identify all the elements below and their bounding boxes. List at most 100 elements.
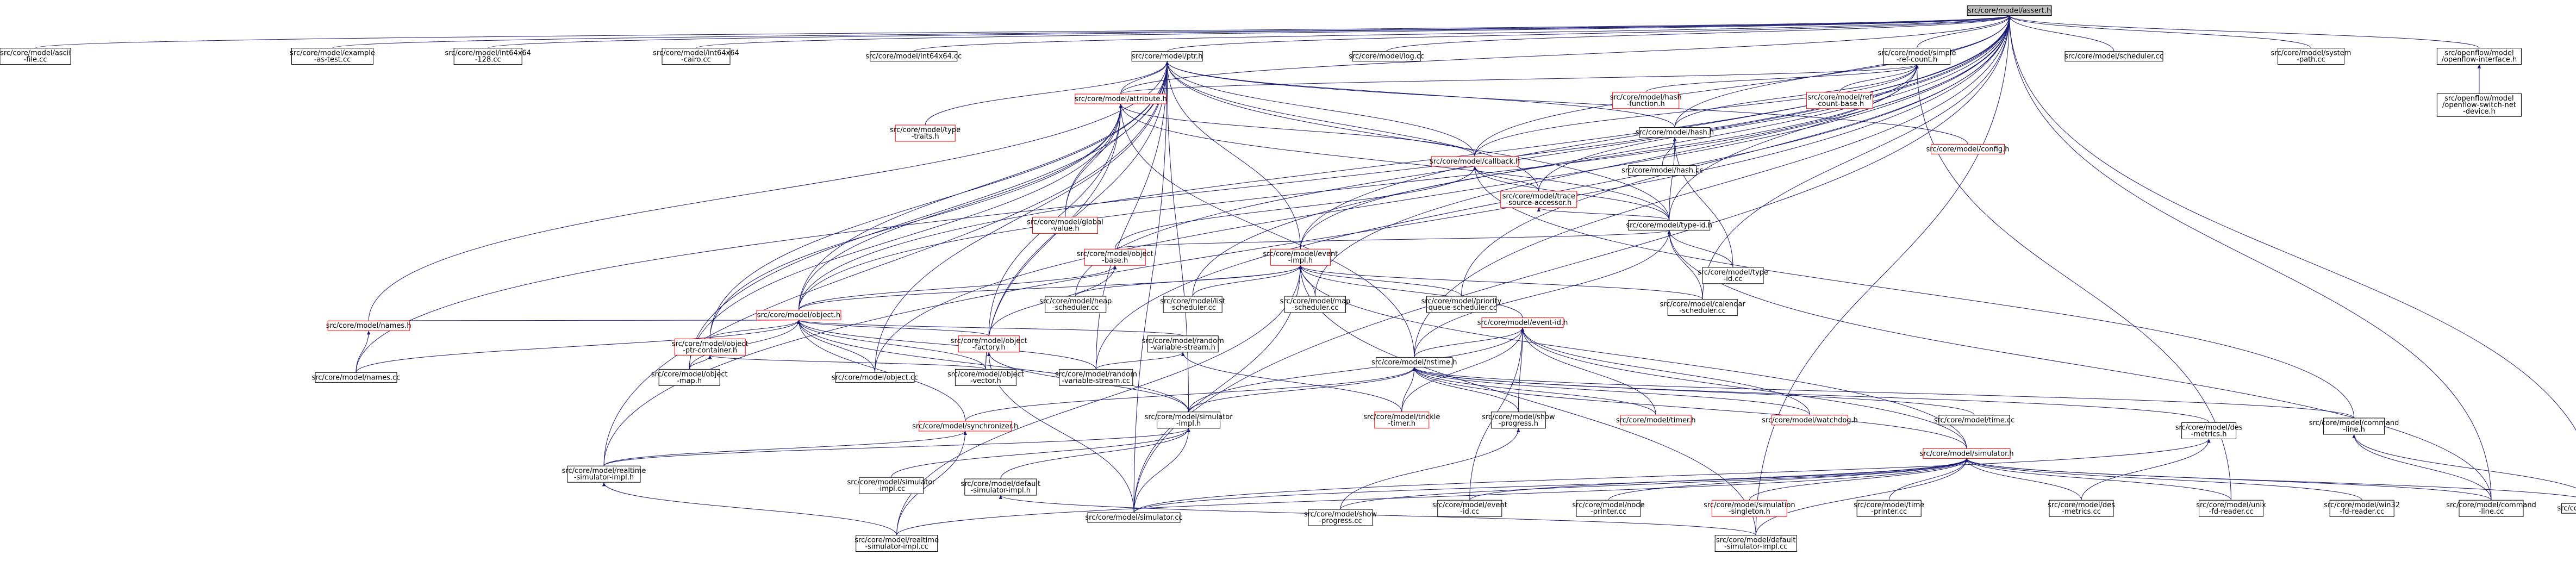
graph-node-map-sched[interactable]: src/core/model/map-scheduler.cc	[1280, 296, 1351, 313]
graph-node-simulator-impl[interactable]: src/core/model/simulator-impl.h	[1145, 412, 1233, 429]
graph-node-event-id[interactable]: src/core/model/event-id.h	[1477, 317, 1568, 328]
graph-node-box	[964, 478, 1037, 496]
graph-node-realtime-sim-impl-h[interactable]: src/core/model/realtime-simulator-impl.h	[562, 465, 646, 483]
graph-node-box	[1376, 357, 1453, 367]
graph-node-assert[interactable]: src/core/model/assert.h	[1967, 5, 2052, 16]
graph-node-object-vector[interactable]: src/core/model/object-vector.h	[947, 369, 1024, 386]
graph-node-default-sim-implcc[interactable]: src/core/model/default-simulator-impl.cc	[1714, 535, 1797, 552]
graph-node-label: src/core/model/des	[2048, 501, 2115, 509]
graph-node-label: src/core/model/test.cc	[2557, 504, 2576, 513]
graph-node-hash[interactable]: src/core/model/hash.h	[1636, 127, 1714, 138]
graph-node-event-idcc[interactable]: src/core/model/event-id.cc	[1432, 500, 1507, 517]
graph-node-des-metrics-h[interactable]: src/core/model/des-metrics.h	[2175, 422, 2243, 439]
graph-node-calendar-sched[interactable]: src/core/model/calendar-scheduler.cc	[1660, 299, 1746, 316]
graph-node-label: -fd-reader.cc	[2209, 508, 2253, 516]
graph-edge-nstime-to-assert	[1414, 15, 2011, 358]
graph-node-timecc[interactable]: src/core/model/time.cc	[1934, 415, 2015, 426]
graph-node-int64x64cc[interactable]: src/core/model/int64x64.cc	[865, 51, 962, 62]
graph-node-schedulercc[interactable]: src/core/model/scheduler.cc	[2064, 51, 2163, 62]
graph-node-label: -device.h	[2463, 108, 2496, 116]
graph-node-example[interactable]: src/core/model/example-as-test.cc	[290, 48, 375, 65]
graph-edge-example-to-assert	[332, 15, 2011, 49]
graph-node-hash-function[interactable]: src/core/model/hash-function.h	[1610, 92, 1682, 109]
graph-node-label: -metrics.cc	[2062, 508, 2101, 516]
graph-edge-callback-to-simple-ref	[1474, 64, 1919, 157]
graph-node-system-path[interactable]: src/core/model/system-path.cc	[2271, 48, 2352, 65]
graph-node-label: src/core/model/int64x64.cc	[865, 53, 962, 61]
graph-node-ascii[interactable]: src/core/model/ascii-file.cc	[0, 48, 71, 65]
graph-node-testcc[interactable]: src/core/model/test.cc	[2557, 503, 2576, 514]
graph-node-time-printer[interactable]: src/core/model/time-printer.cc	[1854, 500, 1924, 517]
graph-node-ref-count-base[interactable]: src/core/model/ref-count-base.h	[1806, 92, 1873, 109]
graph-node-hashcc[interactable]: src/core/model/hash.cc	[1621, 165, 1703, 176]
graph-node-sim-singleton[interactable]: src/core/model/simulation-singleton.h	[1704, 500, 1795, 517]
graph-node-label: src/core/model/type-id.h	[1626, 221, 1712, 229]
graph-node-int64x64-128[interactable]: src/core/model/int64x64-128.cc	[445, 48, 531, 65]
graph-node-logcc[interactable]: src/core/model/log.cc	[1349, 51, 1424, 62]
graph-node-synchronizer[interactable]: src/core/model/synchronizer.h	[912, 421, 1018, 432]
graph-node-box	[2199, 500, 2263, 517]
graph-node-event-impl[interactable]: src/core/model/event-impl.h	[1263, 248, 1338, 266]
graph-edge-win32-fd-to-simulator-h	[1964, 458, 2362, 501]
graph-node-openflow-sw[interactable]: src/openflow/model/openflow-switch-net-d…	[2436, 93, 2522, 117]
graph-node-openflow-if[interactable]: src/openflow/model/openflow-interface.h	[2436, 48, 2522, 65]
graph-node-default-sim-impl-h[interactable]: src/core/model/default-simulator-impl.h	[961, 478, 1041, 496]
graph-node-show-progress-h[interactable]: src/core/model/show-progress.h	[1482, 412, 1555, 429]
graph-node-config[interactable]: src/core/model/config.h	[1926, 144, 2010, 154]
graph-node-objectcc[interactable]: src/core/model/object.cc	[832, 372, 918, 383]
graph-node-label: src/core/model/simulator	[1145, 413, 1233, 421]
graph-edge-realtime-sim-implcc-to-realtime-sim-impl-h	[602, 482, 897, 535]
graph-node-random-stream-h[interactable]: src/core/model/random-variable-stream.h	[1142, 335, 1224, 353]
graph-edge-list-sched-to-event-impl	[1192, 265, 1302, 297]
graph-node-object-ptr-container[interactable]: src/core/model/object-ptr-container.h	[672, 338, 749, 356]
graph-node-box	[453, 48, 522, 65]
graph-node-random-stream-cc[interactable]: src/core/model/random-variable-stream.cc	[1055, 369, 1137, 386]
graph-node-attribute[interactable]: src/core/model/attribute.h	[1075, 94, 1167, 104]
graph-node-box	[1131, 51, 1203, 62]
graph-edge-node-printer-to-simulator-h	[1608, 458, 1969, 501]
graph-node-show-progresscc[interactable]: src/core/model/show-progress.cc	[1304, 509, 1377, 526]
graph-edge-hash-function-to-simple-ref	[1645, 64, 1919, 93]
graph-edge-names-h-to-object	[368, 320, 799, 324]
graph-node-realtime-sim-implcc[interactable]: src/core/model/realtime-simulator-impl.c…	[854, 535, 939, 552]
graph-node-command-line-h[interactable]: src/core/model/command-line.h	[2309, 417, 2399, 435]
graph-node-trace-source[interactable]: src/core/model/trace-source-accessor.h	[1500, 191, 1577, 208]
graph-node-namescc[interactable]: src/core/model/names.cc	[312, 372, 401, 383]
graph-node-command-linecc[interactable]: src/core/model/command-line.cc	[2446, 500, 2536, 517]
graph-node-names-h[interactable]: src/core/model/names.h	[326, 320, 411, 331]
graph-node-simple-ref[interactable]: src/core/model/simple-ref-count.h	[1878, 48, 1956, 65]
graph-node-win32-fd[interactable]: src/core/model/win32-fd-reader.cc	[2324, 500, 2400, 517]
graph-edge-simulator-impl-to-object	[797, 320, 1189, 412]
graph-node-watchdog-h[interactable]: src/core/model/watchdog.h	[1762, 415, 1858, 426]
graph-node-simulator-h[interactable]: src/core/model/simulator.h	[1919, 448, 2014, 459]
graph-node-node-printer[interactable]: src/core/model/node-printer.cc	[1572, 500, 1645, 517]
graph-edge-calendar-sched-to-assert	[1702, 15, 2011, 300]
graph-node-callback[interactable]: src/core/model/callback.h	[1430, 156, 1520, 167]
graph-node-object-base[interactable]: src/core/model/object-base.h	[1077, 248, 1153, 266]
graph-node-nstime[interactable]: src/core/model/nstime.h	[1371, 357, 1457, 367]
graph-node-heap-sched[interactable]: src/core/model/heap-scheduler.cc	[1039, 296, 1112, 313]
graph-edge-testcc-to-assert	[2007, 15, 2576, 431]
graph-node-des-metricscc[interactable]: src/core/model/des-metrics.cc	[2048, 500, 2115, 517]
graph-node-int64x64-cairo[interactable]: src/core/model/int64x64-cairo.cc	[653, 48, 739, 65]
graph-node-trickle-timer[interactable]: src/core/model/trickle-timer.h	[1363, 412, 1440, 429]
graph-node-box	[2436, 93, 2522, 117]
graph-node-label: -variable-stream.h	[1150, 344, 1215, 352]
graph-node-list-sched[interactable]: src/core/model/list-scheduler.cc	[1160, 296, 1225, 313]
graph-edge-callback-to-assert	[1474, 15, 2011, 157]
graph-node-timer-h[interactable]: src/core/model/timer.h	[1616, 415, 1696, 426]
graph-node-type-id[interactable]: src/core/model/type-id.h	[1626, 220, 1712, 230]
graph-node-object-map[interactable]: src/core/model/object-map.h	[651, 369, 728, 386]
graph-node-object-factory[interactable]: src/core/model/object-factory.h	[951, 335, 1027, 353]
graph-edge-heap-sched-to-event-impl	[1075, 265, 1302, 297]
graph-node-global-value[interactable]: src/core/model/global-value.h	[1027, 216, 1103, 234]
graph-node-object[interactable]: src/core/model/object.h	[756, 310, 841, 321]
graph-node-type-traits[interactable]: src/core/model/type-traits.h	[890, 124, 960, 142]
graph-node-ptr[interactable]: src/core/model/ptr.h	[1131, 51, 1203, 62]
graph-node-priority-sched[interactable]: src/core/model/priority-queue-scheduler.…	[1421, 296, 1502, 313]
graph-node-simulator-implcc[interactable]: src/core/model/simulator-impl.cc	[847, 477, 935, 494]
graph-node-unix-fd[interactable]: src/core/model/unix-fd-reader.cc	[2196, 500, 2266, 517]
graph-node-box	[1284, 296, 1346, 313]
graph-node-type-idcc[interactable]: src/core/model/type-id.cc	[1698, 267, 1768, 284]
graph-node-simulatorcc[interactable]: src/core/model/simulator.cc	[1085, 512, 1183, 523]
